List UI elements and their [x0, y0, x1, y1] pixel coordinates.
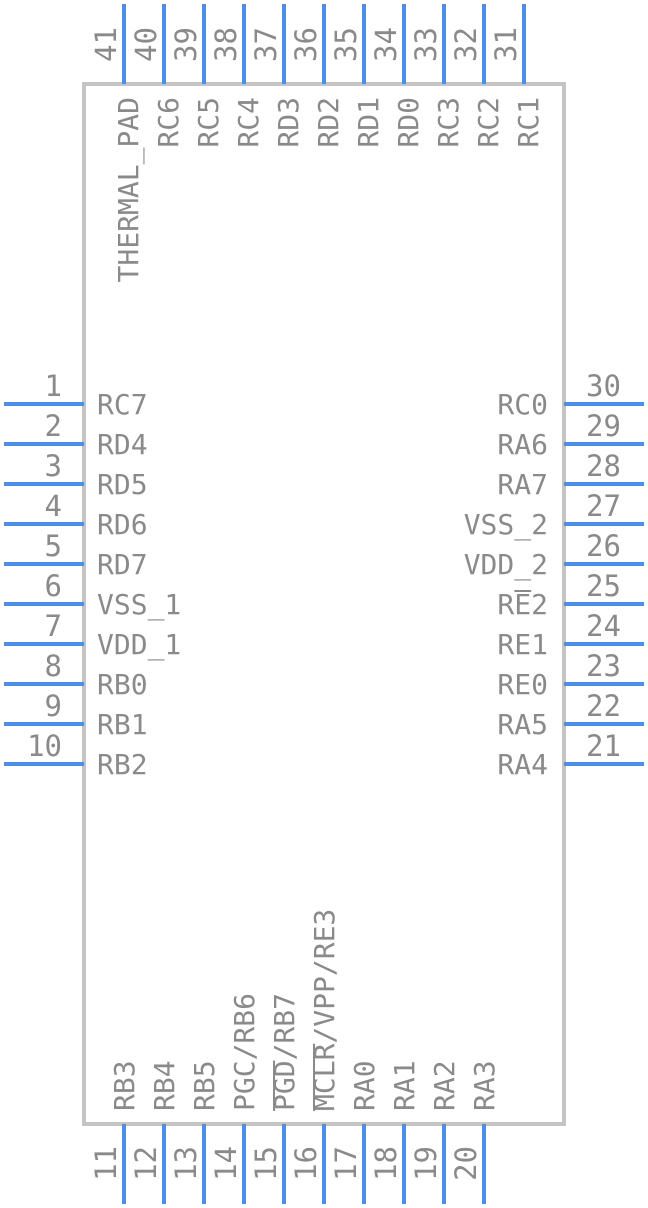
pin-label-11: RB3: [108, 1060, 141, 1111]
pin-number-20: 20: [449, 1146, 483, 1181]
pin-number-14: 14: [209, 1146, 243, 1181]
pin-label-27: VSS_2: [464, 508, 548, 542]
pin-label-33: RC3: [432, 97, 465, 148]
pin-number-26: 26: [586, 529, 621, 563]
pin-number-22: 22: [586, 689, 621, 723]
pin-number-4: 4: [45, 489, 62, 523]
pin-number-3: 3: [45, 449, 62, 483]
pin-label-15: PGD/RB7: [268, 993, 301, 1111]
pin-label-24: RE1: [497, 628, 548, 661]
pin-label-34: RD0: [392, 97, 425, 148]
pin-number-16: 16: [289, 1146, 323, 1181]
pin-number-39: 39: [169, 27, 203, 62]
pin-label-8: RB0: [97, 668, 148, 701]
pin-number-29: 29: [586, 409, 621, 443]
pin-number-40: 40: [129, 27, 163, 62]
pin-number-37: 37: [249, 27, 283, 62]
pin-number-19: 19: [409, 1146, 443, 1181]
pin-label-14: PGC/RB6: [228, 993, 261, 1111]
pin-label-18: RA1: [388, 1060, 421, 1111]
pin-label-35: RD1: [352, 97, 385, 148]
pin-label-21: RA4: [497, 748, 548, 781]
pin-number-41: 41: [89, 27, 123, 62]
pin-number-18: 18: [369, 1146, 403, 1181]
pin-label-36: RD2: [312, 97, 345, 148]
pin-number-12: 12: [129, 1146, 163, 1181]
pin-label-7: VDD_1: [97, 628, 181, 662]
pin-label-39: RC5: [192, 97, 225, 148]
pin-number-6: 6: [45, 569, 62, 603]
pin-label-12: RB4: [148, 1060, 181, 1111]
pin-label-28: RA7: [497, 468, 548, 501]
pin-number-36: 36: [289, 27, 323, 62]
pin-label-22: RA5: [497, 708, 548, 741]
pin-label-37: RD3: [272, 97, 305, 148]
pin-number-17: 17: [329, 1146, 363, 1181]
pin-number-10: 10: [27, 729, 62, 763]
pin-number-27: 27: [586, 489, 621, 523]
pin-label-1: RC7: [97, 388, 148, 421]
pin-number-2: 2: [45, 409, 62, 443]
pin-number-28: 28: [586, 449, 621, 483]
pin-label-30: RC0: [497, 388, 548, 421]
pin-number-30: 30: [586, 369, 621, 403]
pin-number-32: 32: [449, 27, 483, 62]
pin-label-19: RA2: [428, 1060, 461, 1111]
ic-body: [82, 82, 566, 1126]
pin-label-31: RC1: [512, 97, 545, 148]
pin-label-25: RE2: [497, 588, 548, 621]
pin-number-38: 38: [209, 27, 243, 62]
pin-number-11: 11: [89, 1146, 123, 1181]
pin-number-25: 25: [586, 569, 621, 603]
pin-label-13: RB5: [188, 1060, 221, 1111]
pin-label-6: VSS_1: [97, 588, 181, 622]
pin-number-15: 15: [249, 1146, 283, 1181]
pin-label-20: RA3: [468, 1060, 501, 1111]
pin-label-40: RC6: [152, 97, 185, 148]
pin-label-41: THERMAL_PAD: [112, 97, 146, 282]
pin-number-33: 33: [409, 27, 443, 62]
pin-label-10: RB2: [97, 748, 148, 781]
pin-number-21: 21: [586, 729, 621, 763]
pin-label-3: RD5: [97, 468, 148, 501]
pin-label-32: RC2: [472, 97, 505, 148]
pin-number-23: 23: [586, 649, 621, 683]
pin-number-5: 5: [45, 529, 62, 563]
pin-label-23: RE0: [497, 668, 548, 701]
pin-number-8: 8: [45, 649, 62, 683]
pin-label-16: MCLR/VPP/RE3: [308, 909, 341, 1111]
pin-label-26: VDD_2: [464, 548, 548, 582]
pin-label-17: RA0: [348, 1060, 381, 1111]
pin-label-5: RD7: [97, 548, 148, 581]
pin-label-4: RD6: [97, 508, 148, 541]
pin-number-35: 35: [329, 27, 363, 62]
pin-number-13: 13: [169, 1146, 203, 1181]
pin-label-29: RA6: [497, 428, 548, 461]
pin-label-38: RC4: [232, 97, 265, 148]
pin-number-24: 24: [586, 609, 621, 643]
pin-number-34: 34: [369, 27, 403, 62]
pin-number-1: 1: [45, 369, 62, 403]
pin-number-31: 31: [489, 27, 523, 62]
pin-number-7: 7: [45, 609, 62, 643]
pin-label-9: RB1: [97, 708, 148, 741]
pin-label-2: RD4: [97, 428, 148, 461]
pin-number-9: 9: [45, 689, 62, 723]
